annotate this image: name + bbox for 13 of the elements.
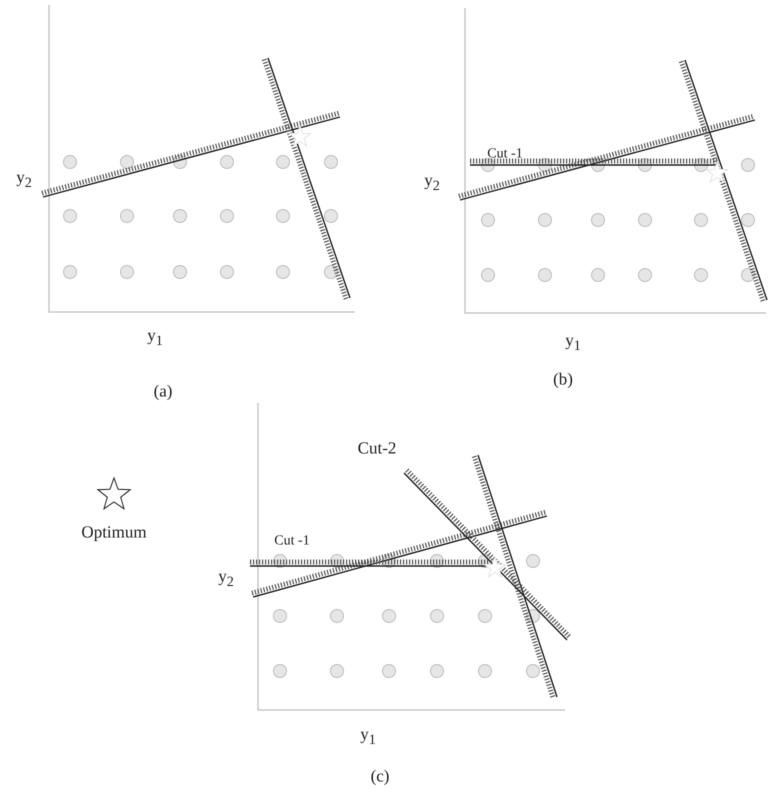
cut-label: Cut-2	[358, 440, 396, 458]
panel-label: (b)	[553, 370, 573, 390]
panel-label: y$_{1}$	[360, 726, 376, 748]
legend-label: Optimum	[81, 524, 147, 542]
axis-label: y$_{2}$	[218, 568, 234, 590]
axis-label: y$_{1}$	[147, 326, 163, 350]
axis-label: y$_{2}$	[16, 168, 32, 192]
axis-label: y$_{1}$	[565, 332, 581, 354]
axis-label: y$_{2}$	[424, 172, 440, 194]
panel-label: (c)	[370, 768, 390, 786]
cut-label: Cut -1	[274, 533, 310, 549]
cut-label: Cut -1	[487, 146, 523, 162]
panel-label: (a)	[154, 382, 172, 402]
